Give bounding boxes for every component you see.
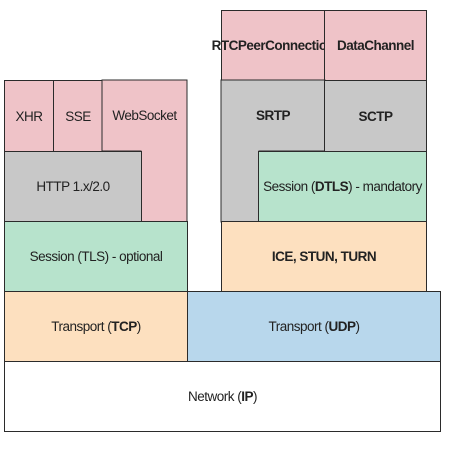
datachannel-layer: DataChannel [324,10,427,81]
sctp-label: SCTP [358,108,393,124]
sse-layer: SSE [53,80,103,152]
datachannel-label: DataChannel [336,38,415,53]
sctp-layer: SCTP [324,80,427,152]
ice-stun-turn-layer: ICE, STUN, TURN [221,221,427,292]
network-ip-label: Network (IP) [187,389,258,404]
transport-tcp-label: Transport (TCP) [51,319,141,334]
srtp-label: SRTP [255,108,291,123]
transport-tcp-layer: Transport (TCP) [4,291,188,362]
sse-label: SSE [65,108,91,124]
xhr-layer: XHR [4,80,54,152]
network-ip-layer: Network (IP) [4,361,441,432]
websocket-label: WebSocket [112,108,177,123]
session-tls-label: Session (TLS) - optional [29,249,163,264]
ice-stun-turn-label: ICE, STUN, TURN [271,249,377,264]
http-label: HTTP 1.x/2.0 [36,179,110,194]
transport-udp-label: Transport (UDP) [268,319,360,334]
rtcpeerconnection-layer: RTCPeerConnection [212,10,335,81]
rtcpeerconnection-label: RTCPeerConnection [211,38,335,53]
session-tls-layer: Session (TLS) - optional [4,221,188,292]
http-layer: HTTP 1.x/2.0 [4,151,142,222]
session-dtls-layer: Session (DTLS) - mandatory [258,151,427,222]
session-dtls-label: Session (DTLS) - mandatory [263,179,422,194]
transport-udp-layer: Transport (UDP) [187,291,441,362]
xhr-label: XHR [15,108,43,124]
